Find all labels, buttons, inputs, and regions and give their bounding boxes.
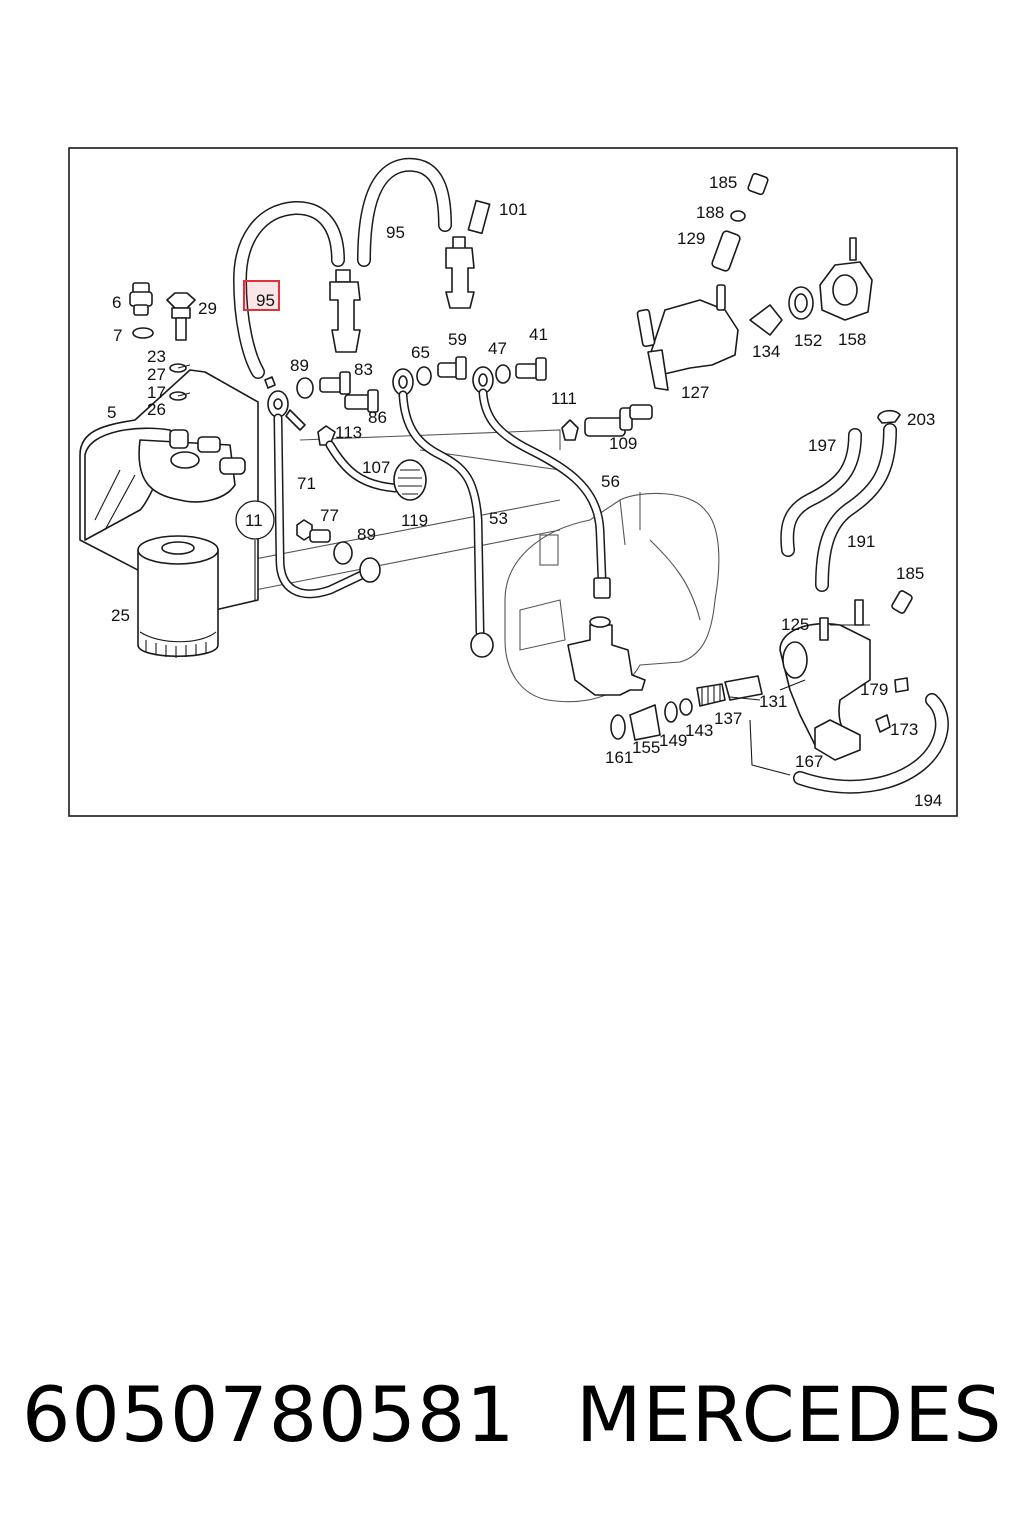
label-109: 109 (609, 434, 637, 453)
label-203: 203 (907, 410, 935, 429)
label-179: 179 (860, 680, 888, 699)
label-71: 71 (297, 474, 316, 493)
label-47: 47 (488, 339, 507, 358)
label-107: 107 (362, 458, 390, 477)
pump-body-center (567, 616, 646, 696)
label-149: 149 (659, 731, 687, 750)
label-152: 152 (794, 331, 822, 350)
label-41: 41 (529, 325, 548, 344)
label-131: 131 (759, 692, 787, 711)
part-number: 6050780581 (22, 1370, 516, 1459)
label-197: 197 (808, 436, 836, 455)
label-89-bottom: 89 (357, 525, 376, 544)
fittings-row (264, 356, 547, 446)
label-6: 6 (112, 293, 121, 312)
label-155: 155 (632, 738, 660, 757)
label-7: 7 (113, 326, 122, 345)
label-101: 101 (499, 200, 527, 219)
hose-95-left (233, 201, 345, 379)
label-53: 53 (489, 509, 508, 528)
label-158: 158 (838, 330, 866, 349)
callout-circle-11 (235, 500, 275, 540)
hose-95-right (357, 157, 452, 267)
injection-pump-drawing (249, 429, 720, 703)
label-111: 111 (551, 389, 577, 408)
label-125: 125 (781, 615, 809, 634)
label-5: 5 (107, 403, 116, 422)
hoses-197-191 (780, 409, 901, 592)
fuel-filter-housing (79, 369, 259, 611)
label-137: 137 (714, 709, 742, 728)
injector-right (445, 199, 491, 309)
label-95-highlighted: 95 (256, 291, 275, 310)
parts-diagram: 185 188 129 101 95 95 6 29 7 23 27 17 26… (68, 147, 958, 817)
label-185: 185 (709, 173, 737, 192)
label-26: 26 (147, 400, 166, 419)
label-23: 23 (147, 347, 166, 366)
label-113: 113 (335, 423, 362, 442)
label-56: 56 (601, 472, 620, 491)
label-185-lower: 185 (896, 564, 924, 583)
label-95-top: 95 (386, 223, 405, 242)
label-129: 129 (677, 229, 705, 248)
label-188: 188 (696, 203, 724, 222)
fuel-filter-canister (137, 535, 219, 658)
label-11: 11 (245, 511, 263, 530)
label-77: 77 (320, 506, 339, 525)
label-59: 59 (448, 330, 467, 349)
label-161: 161 (605, 748, 633, 767)
lift-pump-lower-right (610, 590, 949, 794)
label-17: 17 (147, 383, 166, 402)
label-134: 134 (752, 342, 780, 361)
label-86: 86 (368, 408, 387, 427)
diagram-frame (68, 147, 958, 817)
label-65: 65 (411, 343, 430, 362)
label-194: 194 (914, 791, 942, 810)
label-143: 143 (685, 721, 713, 740)
highlight-box (243, 280, 280, 311)
brand-name: MERCEDES (576, 1370, 1003, 1459)
label-25: 25 (111, 606, 130, 625)
part-labels: 185 188 129 101 95 95 6 29 7 23 27 17 26… (107, 173, 942, 810)
strainer-and-screws (296, 459, 427, 565)
label-127: 127 (681, 383, 709, 402)
label-27: 27 (147, 365, 166, 384)
label-119: 119 (401, 511, 428, 530)
leader-lines (177, 364, 870, 701)
fittings-109-111 (561, 404, 653, 441)
fuel-pipes (273, 388, 611, 658)
label-29: 29 (198, 299, 217, 318)
label-83: 83 (354, 360, 373, 379)
footer: 6050780581 MERCEDES (0, 1370, 1024, 1470)
label-173: 173 (890, 720, 918, 739)
label-89-top: 89 (290, 356, 309, 375)
label-167: 167 (795, 752, 823, 771)
injector-left (329, 269, 361, 353)
small-parts-left (129, 282, 196, 401)
label-191: 191 (847, 532, 875, 551)
hand-pump-cluster (636, 172, 873, 391)
